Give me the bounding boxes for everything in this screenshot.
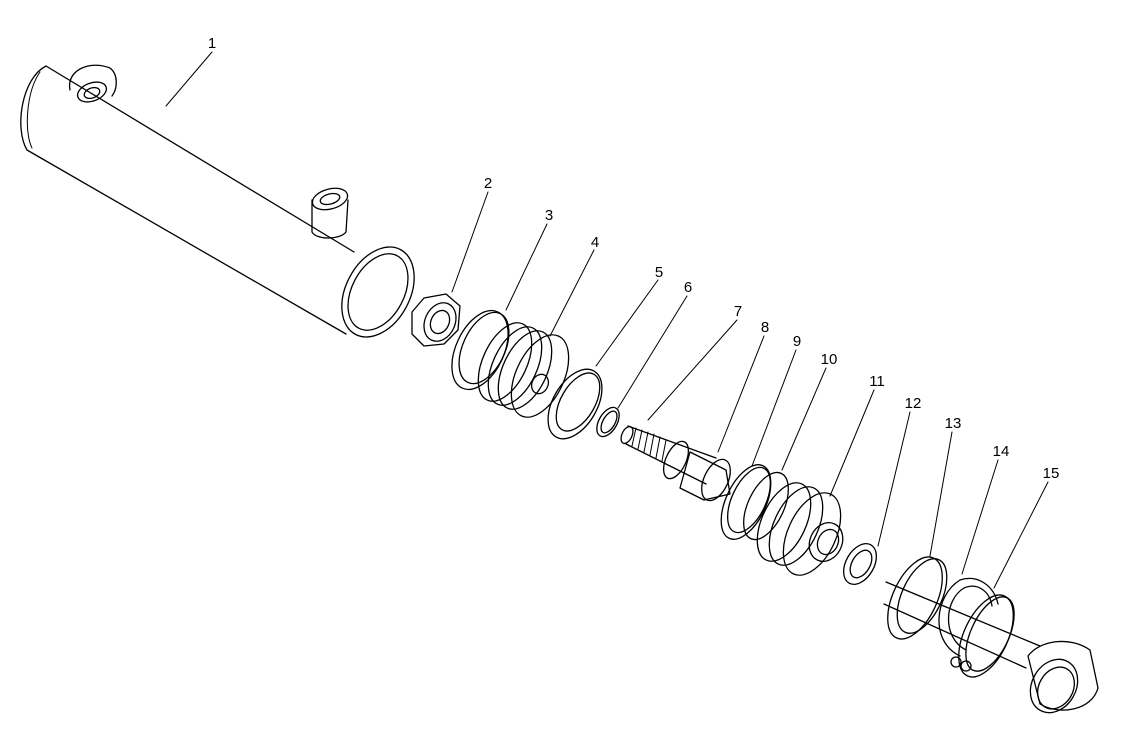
wear-ring (451, 309, 510, 391)
seal-ring (547, 368, 603, 440)
backup-ring (720, 464, 772, 540)
callout-14: 14 (993, 443, 1010, 460)
callout-6: 6 (684, 279, 692, 296)
callout-10: 10 (821, 351, 838, 368)
snap-ring (938, 577, 999, 672)
callout-2: 2 (484, 175, 492, 192)
callout-5: 5 (655, 264, 663, 281)
threaded-stud (620, 425, 717, 485)
callout-3: 3 (545, 207, 553, 224)
wiper-seal (842, 543, 878, 585)
seal-ring-2 (743, 471, 789, 541)
cylinder-head (756, 482, 844, 576)
callouts: 1 2 3 4 5 6 7 8 9 10 11 12 13 14 15 (208, 35, 1060, 482)
callout-15: 15 (1043, 465, 1060, 482)
piston-rod-eye (883, 581, 1099, 714)
callout-1: 1 (208, 35, 216, 52)
piston (477, 322, 570, 418)
leader-lines (165, 51, 1049, 589)
callout-7: 7 (734, 303, 742, 320)
nut (411, 293, 461, 347)
cylinder-barrel (20, 64, 415, 338)
stop-ring (887, 556, 948, 640)
o-ring (596, 406, 620, 438)
callout-13: 13 (945, 415, 962, 432)
callout-4: 4 (591, 234, 599, 251)
callout-8: 8 (761, 319, 769, 336)
callout-12: 12 (905, 395, 922, 412)
callout-11: 11 (869, 373, 885, 390)
callout-9: 9 (793, 333, 801, 350)
gland-body (679, 451, 731, 502)
